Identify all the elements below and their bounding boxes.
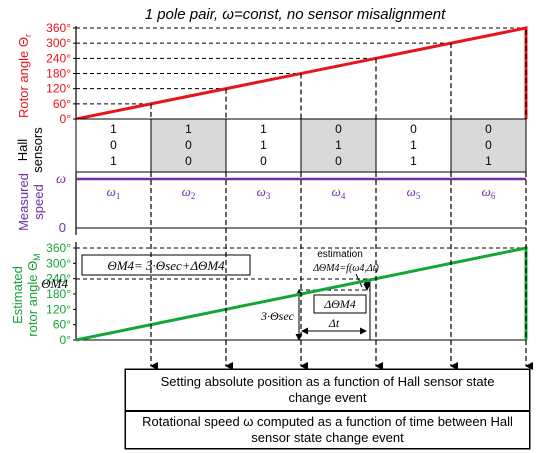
speed-zero-tick: 0 xyxy=(59,220,66,235)
measured-speed-panel: Measured speed ω 0 ω1 ω2 ω3 ω4 ω5 ω6 xyxy=(16,172,526,235)
estimation-line2: ΔΘM4=f(ω4,Δt) xyxy=(312,263,379,274)
hall-cell xyxy=(75,118,152,173)
delta-theta-box xyxy=(313,294,367,314)
hall-event-lines xyxy=(150,30,533,370)
estimated-ylabel-line1: Estimated xyxy=(10,266,25,324)
position-setting-box: Setting absolute position as a function … xyxy=(125,369,530,411)
hall-bit: 1 xyxy=(485,154,492,168)
hall-cell xyxy=(375,118,452,173)
estimated-angle-panel: Estimated rotor angle ΘM 0°60° 120°180°24… xyxy=(10,241,528,347)
hall-bit: 0 xyxy=(485,122,492,136)
estimated-angle-tick-label: 120° xyxy=(46,302,71,316)
hall-bit: 1 xyxy=(260,122,267,136)
estimated-angle-tick-label: 60° xyxy=(53,318,71,332)
estimated-angle-ticks: 0°60° 120°180°240° 300°360° xyxy=(46,241,76,347)
speed-omega-label: ω5 xyxy=(407,184,421,201)
hall-sensors-panel: Hall sensors 1 0 1 1 0 0 1 1 0 0 1 0 0 1 1 0 0 1 xyxy=(15,118,527,173)
hall-bit: 1 xyxy=(410,138,417,152)
speed-computation-text: Rotational speed ω computed as a functio… xyxy=(142,414,513,445)
rotor-angle-tick-label: 360° xyxy=(46,21,71,35)
hall-bit: 0 xyxy=(410,122,417,136)
hall-bit: 0 xyxy=(110,138,117,152)
speed-omega-tick: ω xyxy=(56,172,66,187)
estimated-angle-tick-label: 180° xyxy=(46,287,71,301)
speed-omega-label: ω3 xyxy=(257,184,271,201)
speed-omega-label: ω1 xyxy=(107,184,121,201)
rotor-angle-tick-label: 0° xyxy=(60,112,72,126)
speed-omega-label: ω6 xyxy=(482,184,496,201)
estimation-pointer xyxy=(355,273,363,288)
hall-bit: 1 xyxy=(335,138,342,152)
rotor-angle-ticks: 0°60°120°180° 240°300°360° xyxy=(46,21,76,126)
three-theta-sec-label: 3·Θsec xyxy=(260,309,295,323)
estimation-line1: estimation xyxy=(317,249,363,260)
estimated-angle-tick-label: 300° xyxy=(46,256,71,270)
rotor-angle-tick-label: 300° xyxy=(46,36,71,50)
hall-cell xyxy=(225,118,302,173)
hall-bit: 0 xyxy=(335,122,342,136)
rotor-angle-tick-label: 240° xyxy=(46,51,71,65)
formula-text: ΘM4= 3·Θsec+ΔΘM4 xyxy=(107,258,225,273)
estimated-angle-tick-label: 0° xyxy=(60,333,72,347)
hall-state-cells: 1 0 1 1 0 0 1 1 0 0 1 0 0 1 1 0 0 1 xyxy=(75,118,527,173)
hall-bit: 1 xyxy=(110,154,117,168)
hall-cell xyxy=(450,118,527,173)
speed-ylabel-line1: Measured xyxy=(16,173,31,231)
rotor-angle-tick-label: 120° xyxy=(46,82,71,96)
hall-bit: 0 xyxy=(260,154,267,168)
rotor-angle-panel: Rotor angle Θr 0°60°120°180° 240°300°360° xyxy=(16,21,528,126)
position-setting-text: Setting absolute position as a function … xyxy=(160,374,495,405)
hall-bit: 1 xyxy=(185,122,192,136)
hall-bit: 1 xyxy=(110,122,117,136)
speed-ylabel-line2: speed xyxy=(31,184,46,219)
rotor-angle-guides xyxy=(76,27,526,105)
hall-bit: 0 xyxy=(185,154,192,168)
hall-bit: 0 xyxy=(185,138,192,152)
estimated-ylabel-line2: rotor angle ΘM xyxy=(25,253,42,336)
hall-cell xyxy=(300,118,377,173)
rotor-angle-tick-label: 60° xyxy=(53,97,71,111)
hall-ylabel-line1: Hall xyxy=(15,139,30,162)
hall-bit: 1 xyxy=(410,154,417,168)
estimated-thetam4-label: ΘM4 xyxy=(41,276,68,291)
speed-computation-box: Rotational speed ω computed as a functio… xyxy=(125,411,530,449)
hall-bit: 1 xyxy=(260,138,267,152)
formula-box xyxy=(81,254,251,276)
speed-omega-label: ω2 xyxy=(182,184,196,201)
speed-omega-labels: ω1 ω2 ω3 ω4 ω5 ω6 xyxy=(107,184,496,201)
hall-ylabel-line2: sensors xyxy=(30,127,45,173)
rotor-angle-tick-label: 180° xyxy=(46,67,71,81)
speed-omega-label: ω4 xyxy=(332,184,346,201)
estimated-angle-tick-label: 360° xyxy=(46,241,71,255)
estimated-angle-tick-label: 240° xyxy=(46,272,71,286)
hall-bit: 0 xyxy=(485,138,492,152)
delta-theta-label: ΔΘM4 xyxy=(323,297,355,311)
hall-bit: 0 xyxy=(335,154,342,168)
delta-t-label: Δt xyxy=(328,316,340,330)
diagram-title: 1 pole pair, ω=const, no sensor misalign… xyxy=(145,6,446,23)
rotor-angle-ylabel: Rotor angle Θr xyxy=(16,34,33,118)
